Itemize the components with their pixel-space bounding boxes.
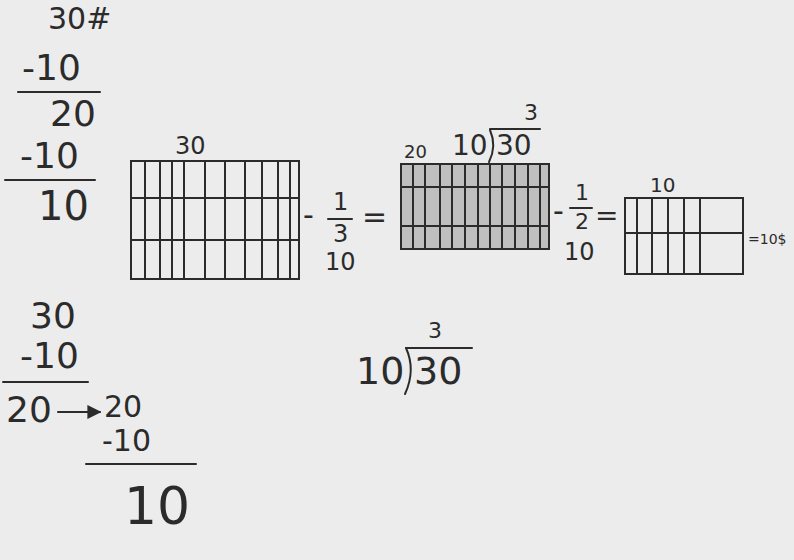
handwritten-number: 30 <box>30 298 76 334</box>
handwritten-number: =10$ <box>748 232 786 246</box>
subtraction-rule <box>18 91 100 93</box>
handwritten-number: 3 <box>428 320 442 342</box>
grid-rectangle: 30 <box>130 134 300 280</box>
handwritten-number: = <box>362 202 387 232</box>
grid-line <box>159 160 161 280</box>
handwritten-number: 1 <box>333 190 348 214</box>
grid-line <box>183 160 185 280</box>
grid-line <box>439 163 441 250</box>
grid-frame <box>624 197 744 275</box>
grid-line <box>400 225 550 227</box>
grid-line <box>636 197 638 275</box>
grid-line <box>424 163 426 250</box>
handwritten-number: 10 <box>452 132 488 160</box>
grid-rectangle: 10 <box>624 175 744 275</box>
handwritten-number: - <box>303 200 314 230</box>
division-bracket <box>405 348 411 394</box>
handwritten-number: -10 <box>20 338 79 374</box>
handwritten-number: 30 <box>496 132 532 160</box>
division-bracket <box>489 130 493 162</box>
grid-line <box>651 197 653 275</box>
handwritten-number: - <box>553 196 564 226</box>
carry-arrow <box>58 411 100 413</box>
grid-line <box>171 160 173 280</box>
grid-line <box>539 163 541 250</box>
handwritten-number: 10 <box>38 186 89 226</box>
handwritten-number: -10 <box>22 50 81 86</box>
grid-line <box>527 163 529 250</box>
grid-line <box>501 163 503 250</box>
grid-line <box>412 163 414 250</box>
subtraction-rule <box>86 463 196 465</box>
division-bar <box>406 347 472 349</box>
grid-line <box>204 160 206 280</box>
handwritten-number: 10 <box>356 352 404 390</box>
grid-heading: 30 <box>130 134 300 160</box>
grid-line <box>489 163 491 250</box>
handwritten-number: -10 <box>20 138 79 174</box>
grid-line <box>224 160 226 280</box>
grid-line <box>244 160 246 280</box>
grid-line <box>400 186 550 188</box>
division-bar <box>490 128 540 130</box>
handwritten-number: 2 <box>575 211 589 233</box>
grid-frame <box>130 160 300 280</box>
handwritten-number: -10 <box>102 426 151 456</box>
grid-line <box>261 160 263 280</box>
grid-line <box>464 163 466 250</box>
handwritten-number: = <box>595 202 618 230</box>
fraction-bar <box>328 218 352 220</box>
grid-line <box>667 197 669 275</box>
fraction-bar <box>570 207 592 209</box>
grid-line <box>514 163 516 250</box>
grid-line <box>477 163 479 250</box>
grid-line <box>683 197 685 275</box>
grid-line <box>144 160 146 280</box>
grid-line <box>130 239 300 241</box>
grid-line <box>277 160 279 280</box>
handwritten-number: 3 <box>524 102 538 124</box>
subtraction-rule <box>3 381 88 383</box>
grid-line <box>289 160 291 280</box>
handwritten-number: 3 <box>333 222 348 246</box>
handwritten-number: 10 <box>325 250 356 274</box>
grid-line <box>699 197 701 275</box>
subtraction-rule <box>5 179 95 181</box>
grid-line <box>451 163 453 250</box>
handwritten-number: 20 <box>104 392 142 422</box>
handwritten-number: 20 <box>50 96 96 132</box>
handwritten-number: 1 <box>575 182 589 204</box>
grid-line <box>624 232 744 234</box>
grid-shading <box>402 165 548 248</box>
handwritten-number: 20 <box>6 392 52 428</box>
handwritten-number: 10 <box>124 480 190 532</box>
grid-frame <box>400 163 550 250</box>
grid-line <box>130 197 300 199</box>
handwritten-number: 30 <box>414 352 462 390</box>
handwritten-number: 30# <box>48 4 111 34</box>
handwritten-number: 10 <box>564 240 595 264</box>
grid-heading: 10 <box>624 175 744 197</box>
